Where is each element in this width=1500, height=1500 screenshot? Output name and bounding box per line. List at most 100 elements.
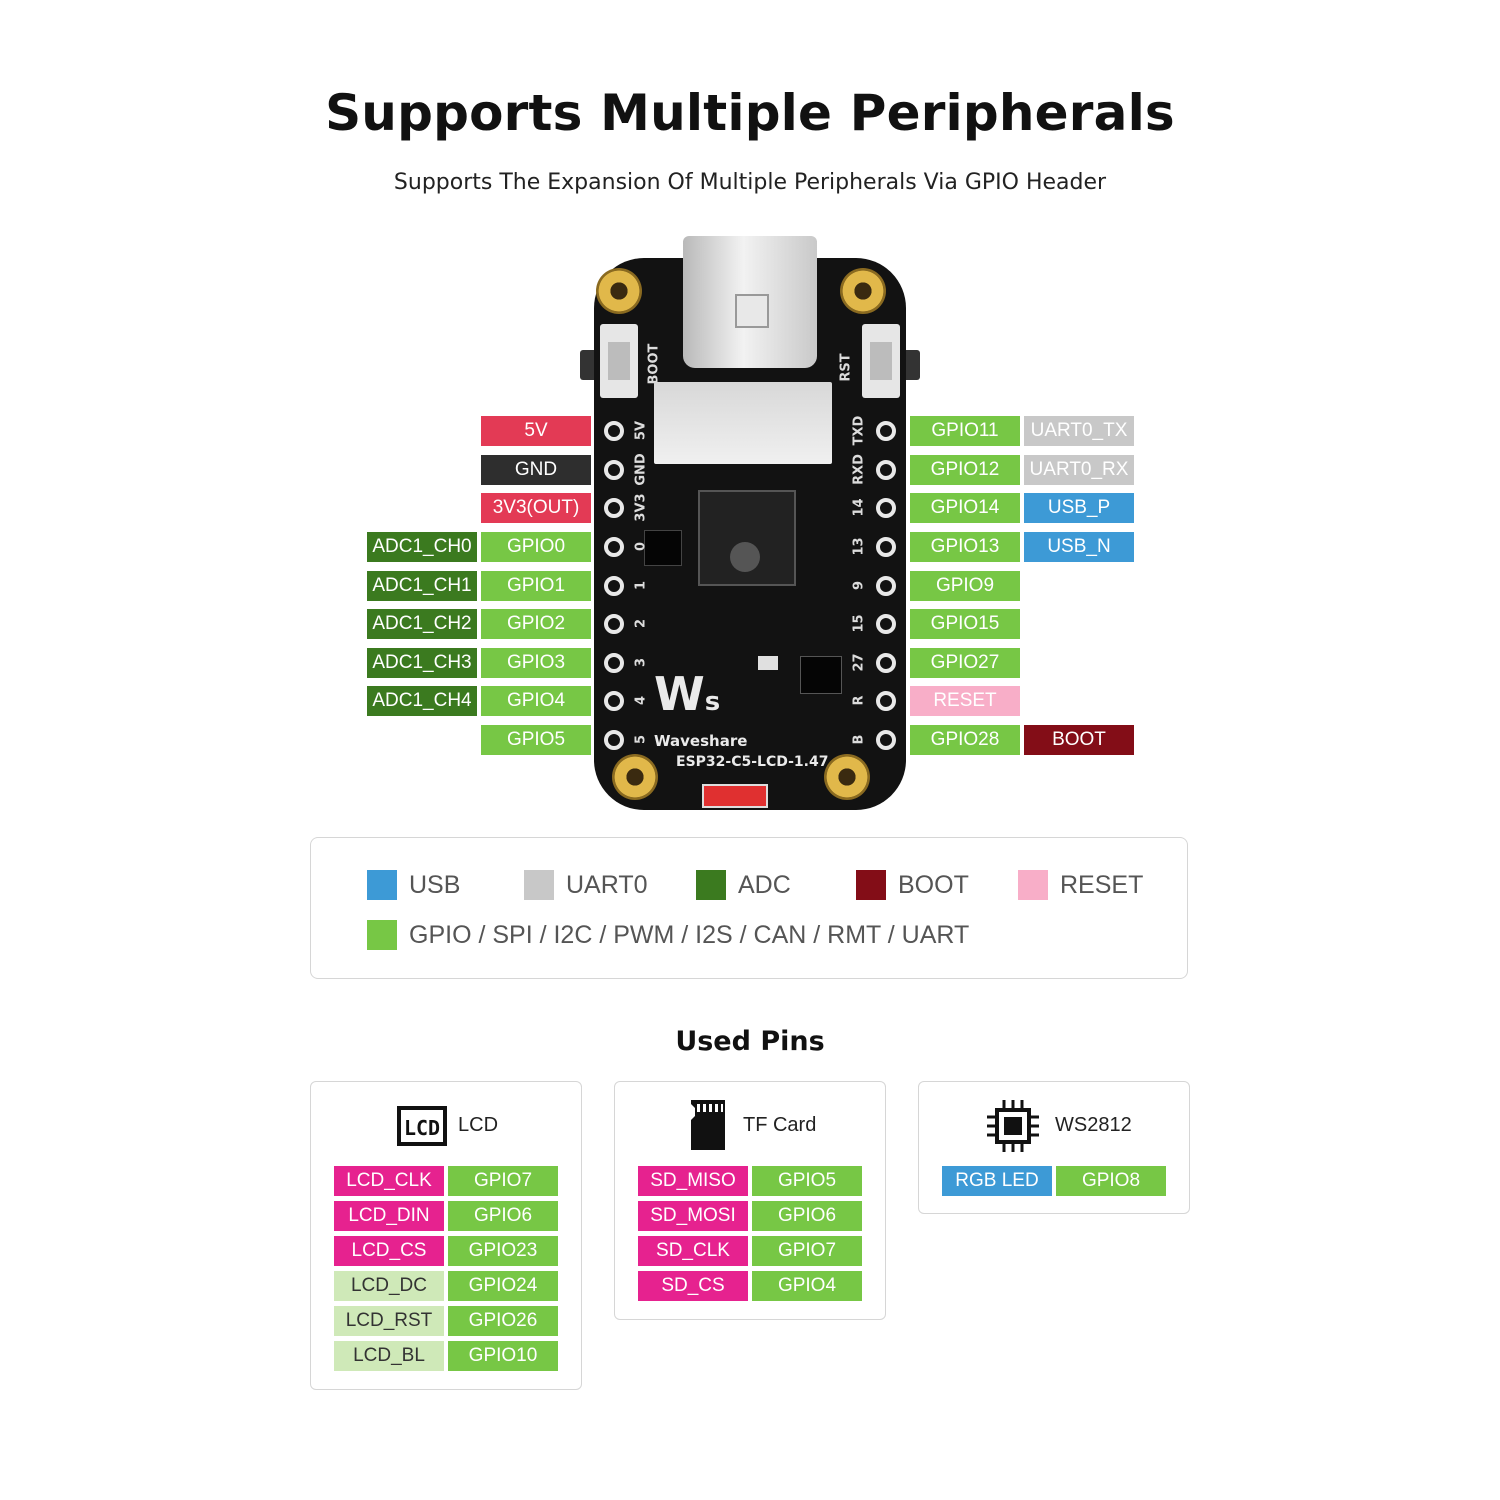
legend-swatch xyxy=(367,870,397,900)
used-pin-gpio: GPIO5 xyxy=(752,1166,862,1196)
pin-tag-right: GPIO27 xyxy=(910,648,1020,678)
page-subtitle: Supports The Expansion Of Multiple Perip… xyxy=(393,170,1107,195)
pin-tag-left: GPIO5 xyxy=(481,725,591,755)
used-pin-name: LCD_CS xyxy=(334,1236,444,1266)
pin-tag-alt: UART0_TX xyxy=(1024,416,1134,446)
pin-tag-alt: USB_N xyxy=(1024,532,1134,562)
legend-swatch xyxy=(696,870,726,900)
pin-tag-right: GPIO15 xyxy=(910,609,1020,639)
pin-tag-right: GPIO14 xyxy=(910,493,1020,523)
pin-hole xyxy=(604,691,624,711)
legend-label: ADC xyxy=(738,871,791,899)
silk-pin-label: GND xyxy=(633,453,649,486)
legend-label: RESET xyxy=(1060,871,1144,899)
used-pin-name: SD_CLK xyxy=(638,1236,748,1266)
silk-pin-label: R xyxy=(851,695,867,706)
used-pin-gpio: GPIO10 xyxy=(448,1341,558,1371)
pin-hole xyxy=(604,730,624,750)
waveshare-logo-icon: Ws xyxy=(654,667,721,721)
legend-swatch xyxy=(1018,870,1048,900)
pin-hole xyxy=(604,460,624,480)
pin-tag-left: 3V3(OUT) xyxy=(481,493,591,523)
pin-hole xyxy=(604,421,624,441)
pin-hole xyxy=(876,691,896,711)
used-pin-name: LCD_DIN xyxy=(334,1201,444,1231)
used-pin-gpio: GPIO26 xyxy=(448,1306,558,1336)
used-pins-title: Used Pins xyxy=(675,1026,825,1057)
mount-hole xyxy=(824,754,870,800)
lcd-card-title: LCD xyxy=(458,1114,499,1136)
silk-pin-label: 27 xyxy=(851,653,867,672)
pin-tag-alt: UART0_RX xyxy=(1024,455,1134,485)
pin-tag-alt: USB_P xyxy=(1024,493,1134,523)
silk-pin-label: 15 xyxy=(851,614,867,633)
pin-hole xyxy=(876,460,896,480)
used-pin-gpio: GPIO6 xyxy=(752,1201,862,1231)
used-pin-gpio: GPIO23 xyxy=(448,1236,558,1266)
silk-pin-label: 0 xyxy=(633,541,649,552)
pin-tag-left: 5V xyxy=(481,416,591,446)
pin-hole xyxy=(876,730,896,750)
mount-hole xyxy=(840,268,886,314)
lcd-icon: LCD xyxy=(397,1106,447,1146)
mount-hole xyxy=(596,268,642,314)
pin-tag-left: GPIO2 xyxy=(481,609,591,639)
ws2812-card-title: WS2812 xyxy=(1055,1114,1132,1136)
silk-pin-label: RXD xyxy=(851,454,867,485)
board-brand: Waveshare xyxy=(654,732,748,750)
pin-tag-adc: ADC1_CH2 xyxy=(367,609,477,639)
pin-hole xyxy=(604,614,624,634)
silk-pin-label: B xyxy=(851,734,867,745)
chip-icon xyxy=(987,1100,1039,1152)
used-pin-gpio: GPIO6 xyxy=(448,1201,558,1231)
boot-button[interactable] xyxy=(580,350,598,380)
silk-rst-label: RST xyxy=(838,353,854,382)
pin-tag-adc: ADC1_CH0 xyxy=(367,532,477,562)
tf-card-slot xyxy=(654,382,832,464)
pin-hole xyxy=(876,653,896,673)
silk-pin-label: 9 xyxy=(851,580,867,591)
silk-pin-label: 4 xyxy=(633,695,649,706)
tf-card-title: TF Card xyxy=(743,1114,817,1136)
silk-pin-label: 5V xyxy=(633,420,649,441)
pin-hole xyxy=(876,614,896,634)
component xyxy=(644,530,682,566)
pin-tag-right: GPIO11 xyxy=(910,416,1020,446)
pin-tag-adc: ADC1_CH3 xyxy=(367,648,477,678)
board-model: ESP32-C5-LCD-1.47 xyxy=(676,754,829,770)
legend-label: GPIO / SPI / I2C / PWM / I2S / CAN / RMT… xyxy=(409,921,970,949)
bottom-button[interactable] xyxy=(702,784,768,808)
component xyxy=(800,656,842,694)
reset-button[interactable] xyxy=(902,350,920,380)
silk-pin-label: 13 xyxy=(851,537,867,556)
used-pin-name: LCD_CLK xyxy=(334,1166,444,1196)
pin-hole xyxy=(876,498,896,518)
used-pin-name: LCD_BL xyxy=(334,1341,444,1371)
sd-card-icon xyxy=(691,1100,725,1150)
legend-swatch xyxy=(524,870,554,900)
silk-boot-label: BOOT xyxy=(646,343,662,385)
silk-pin-label: 3 xyxy=(633,657,649,668)
pin-tag-left: GPIO3 xyxy=(481,648,591,678)
pin-hole xyxy=(876,421,896,441)
used-pin-name: SD_CS xyxy=(638,1271,748,1301)
used-pin-gpio: GPIO7 xyxy=(752,1236,862,1266)
pin-tag-right: GPIO13 xyxy=(910,532,1020,562)
page-title: Supports Multiple Peripherals xyxy=(325,84,1175,142)
pin-tag-left: GPIO0 xyxy=(481,532,591,562)
used-pin-name: LCD_DC xyxy=(334,1271,444,1301)
silk-pin-label: 3V3 xyxy=(633,493,649,522)
legend-label: UART0 xyxy=(566,871,648,899)
pin-tag-adc: ADC1_CH4 xyxy=(367,686,477,716)
pin-tag-left: GPIO1 xyxy=(481,571,591,601)
pin-tag-adc: ADC1_CH1 xyxy=(367,571,477,601)
pin-tag-left: GND xyxy=(481,455,591,485)
used-pin-gpio: GPIO8 xyxy=(1056,1166,1166,1196)
used-pin-gpio: GPIO4 xyxy=(752,1271,862,1301)
boot-switch xyxy=(600,324,638,398)
pin-tag-right: RESET xyxy=(910,686,1020,716)
pin-hole xyxy=(604,653,624,673)
